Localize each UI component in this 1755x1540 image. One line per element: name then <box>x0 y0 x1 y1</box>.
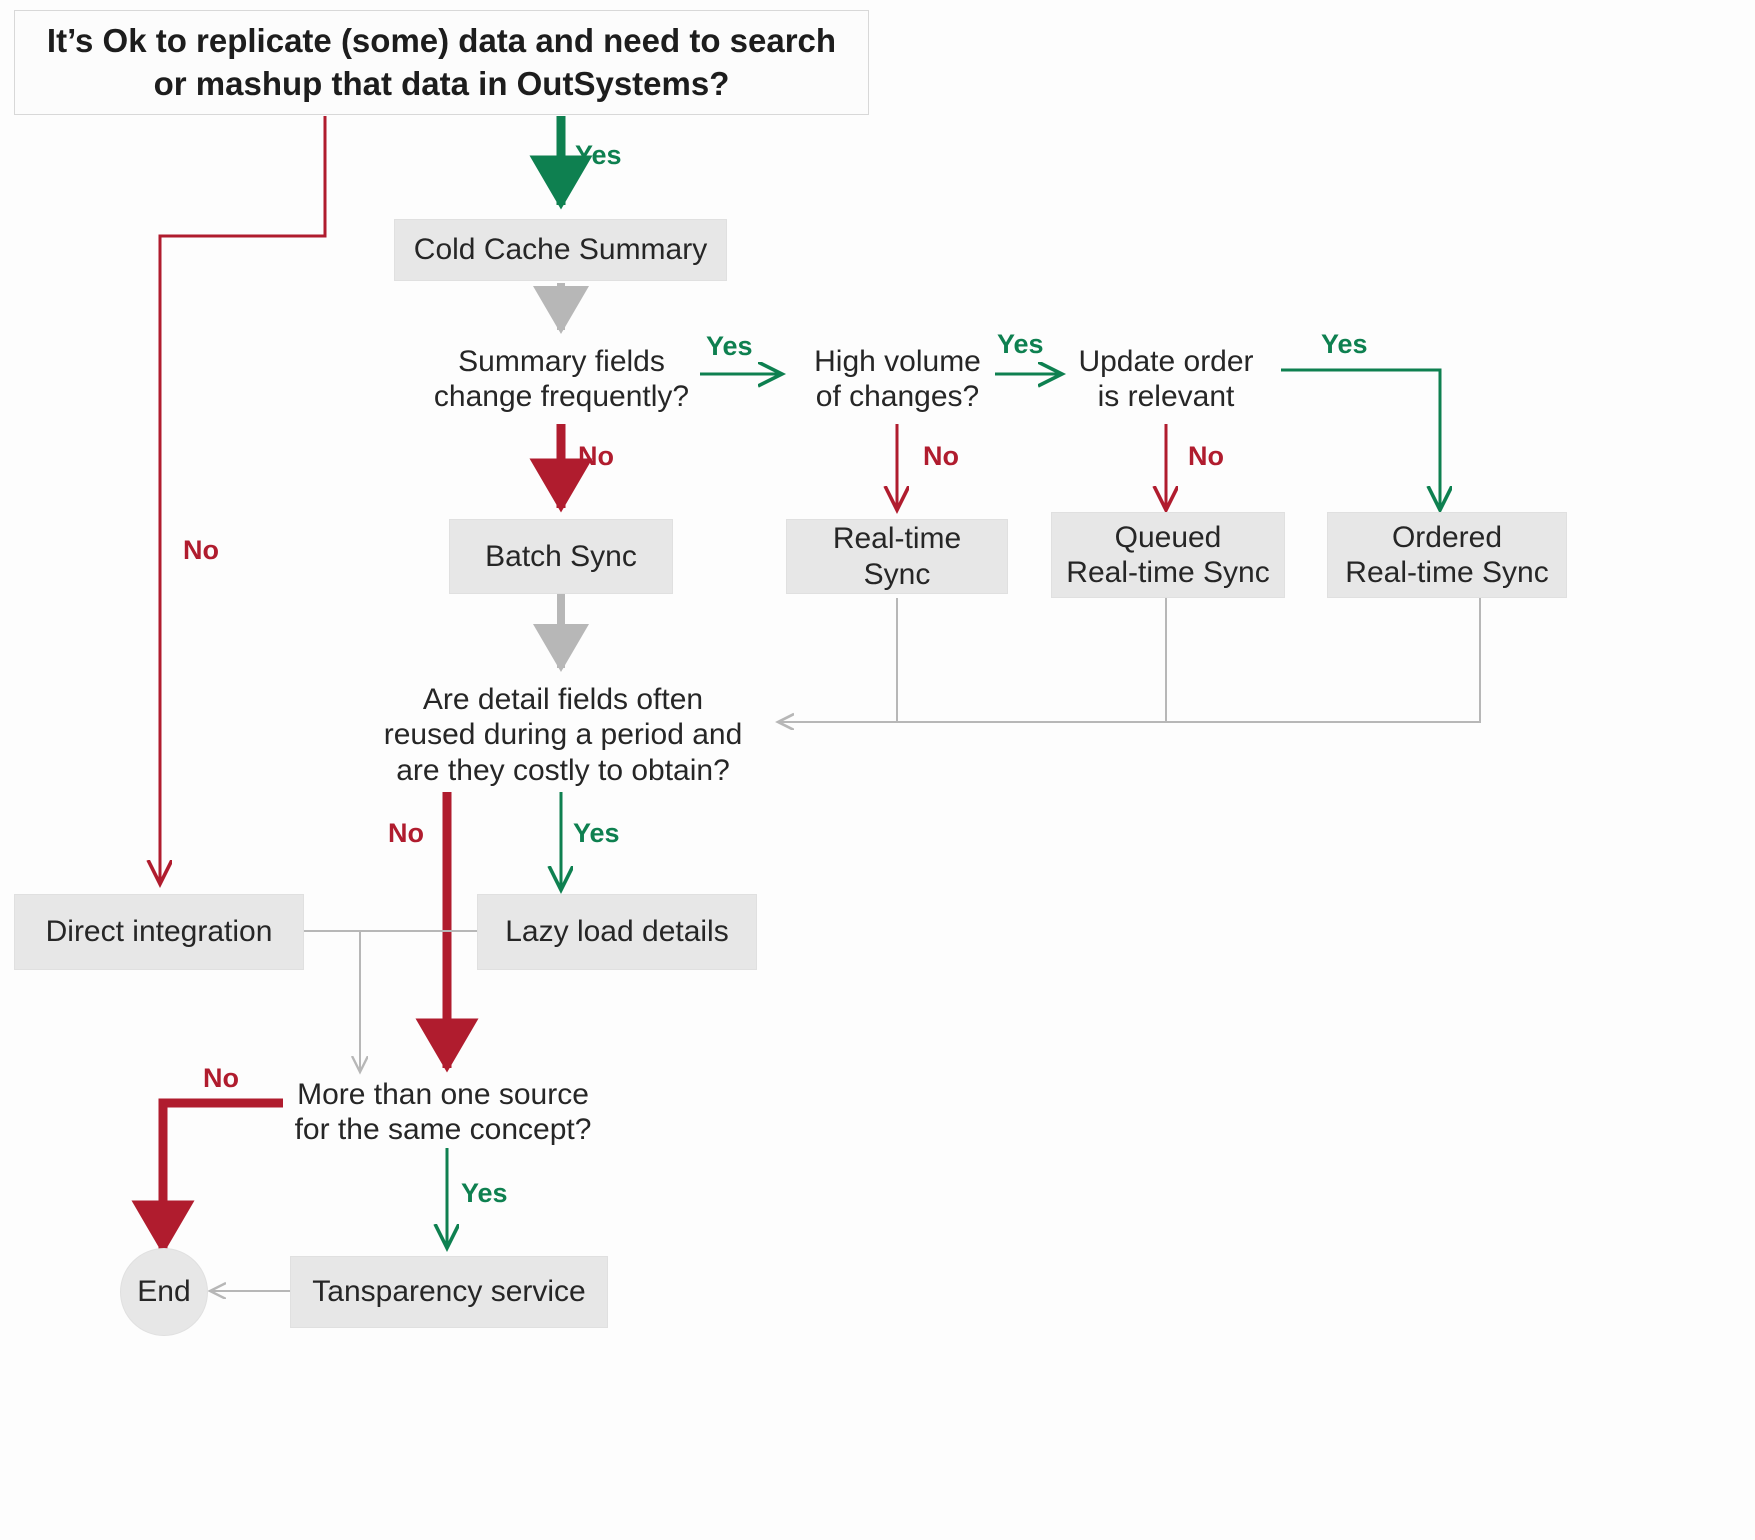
start-question-line-1: It’s Ok to replicate (some) data and nee… <box>46 21 837 59</box>
batch-sync-label: Batch Sync <box>485 539 637 573</box>
edge-realtimesync-detailfields <box>778 598 898 722</box>
queued-realtime-sync-line-1: Queued <box>1114 520 1222 554</box>
update-order-line-1: Update order <box>1078 344 1254 378</box>
node-batch-sync[interactable]: Batch Sync <box>449 519 673 594</box>
node-detail-fields-decision[interactable]: Are detail fields often reused during a … <box>358 678 768 792</box>
high-volume-line-2: of changes? <box>815 380 980 413</box>
edge-updateorder-yes <box>1281 368 1440 510</box>
edge-label-high-volume-yes: Yes <box>997 329 1044 359</box>
update-order-line-2: is relevant <box>1097 380 1235 413</box>
edge-start-no <box>160 116 327 884</box>
edge-source-no <box>131 1098 283 1255</box>
node-lazy-load-details[interactable]: Lazy load details <box>477 894 757 970</box>
edge-label-start-yes: Yes <box>575 140 622 170</box>
edge-label-update-order-yes: Yes <box>1321 329 1368 359</box>
node-cold-cache-summary[interactable]: Cold Cache Summary <box>394 219 727 281</box>
edge-label-source-no: No <box>203 1063 239 1093</box>
high-volume-line-1: High volume <box>814 344 981 378</box>
edge-ordered-detailfields <box>778 598 1481 722</box>
detail-fields-line-1: Are detail fields often <box>422 682 704 716</box>
node-queued-realtime-sync[interactable]: Queued Real-time Sync <box>1051 512 1285 598</box>
detail-fields-line-3: are they costly to obtain? <box>396 753 730 787</box>
edge-label-source-yes: Yes <box>461 1178 508 1208</box>
node-high-volume-decision[interactable]: High volume of changes? <box>795 337 1000 421</box>
edge-label-high-volume-no: No <box>923 441 959 471</box>
ordered-realtime-sync-line-1: Ordered <box>1391 520 1503 554</box>
node-summary-fields-decision[interactable]: Summary fields change frequently? <box>404 337 719 421</box>
detail-fields-line-2: reused during a period and <box>383 718 743 752</box>
edge-label-update-order-no: No <box>1188 441 1224 471</box>
summary-fields-line-2: change frequently? <box>433 380 690 413</box>
node-end[interactable]: End <box>120 1248 208 1336</box>
edge-queued-detailfields <box>778 598 1167 722</box>
direct-integration-label: Direct integration <box>45 915 273 949</box>
node-transparency-service[interactable]: Tansparency service <box>290 1256 608 1328</box>
end-label: End <box>137 1275 191 1309</box>
more-than-one-source-line-1: More than one source <box>297 1077 589 1111</box>
lazy-load-details-label: Lazy load details <box>505 915 729 949</box>
edge-label-detail-yes: Yes <box>573 818 620 848</box>
edge-directintegration-source <box>303 930 360 1072</box>
ordered-realtime-sync-line-2: Real-time Sync <box>1345 556 1549 589</box>
queued-realtime-sync-line-2: Real-time Sync <box>1066 556 1270 589</box>
edge-label-start-no: No <box>183 535 219 565</box>
more-than-one-source-line-2: for the same concept? <box>294 1113 592 1146</box>
node-direct-integration[interactable]: Direct integration <box>14 894 304 970</box>
edge-label-summary-no: No <box>578 441 614 471</box>
node-realtime-sync[interactable]: Real-time Sync <box>786 519 1008 594</box>
edge-label-detail-no: No <box>388 818 424 848</box>
start-question-line-2: or mashup that data in OutSystems? <box>153 64 730 102</box>
node-more-than-one-source-decision[interactable]: More than one source for the same concep… <box>283 1072 603 1152</box>
edge-label-summary-yes: Yes <box>706 331 753 361</box>
node-update-order-decision[interactable]: Update order is relevant <box>1066 337 1266 421</box>
node-ordered-realtime-sync[interactable]: Ordered Real-time Sync <box>1327 512 1567 598</box>
cold-cache-summary-label: Cold Cache Summary <box>413 233 708 267</box>
transparency-service-label: Tansparency service <box>312 1275 586 1309</box>
realtime-sync-label: Real-time Sync <box>832 522 962 591</box>
summary-fields-line-1: Summary fields <box>458 344 665 378</box>
node-start-question[interactable]: It’s Ok to replicate (some) data and nee… <box>14 10 869 115</box>
